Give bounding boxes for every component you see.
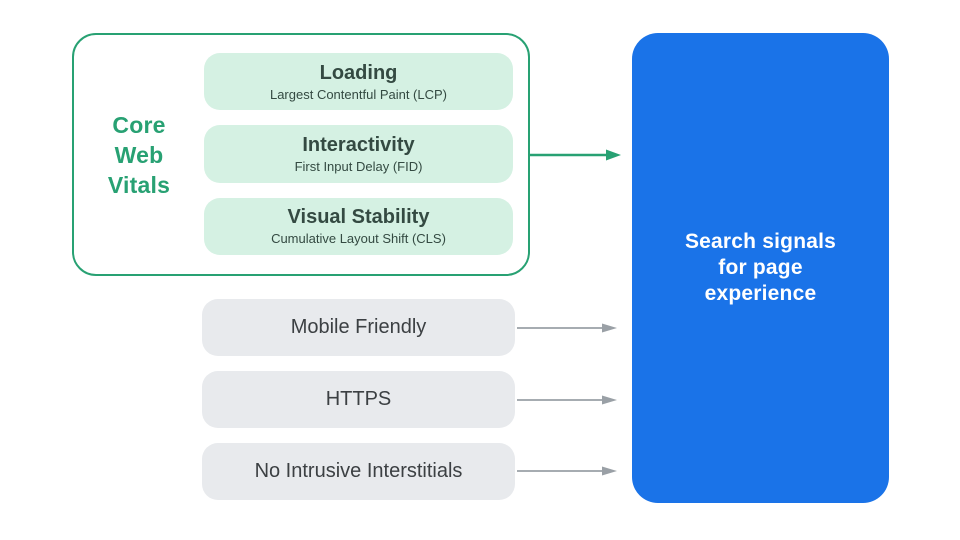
metric-card-visual-stability: Visual Stability Cumulative Layout Shift… [204,197,513,255]
metric-card-interactivity: Interactivity First Input Delay (FID) [204,125,513,183]
signal-https: HTTPS [202,371,515,428]
arrowhead-icon [606,149,621,161]
search-signals-line: for page [718,256,803,279]
core-web-vitals-label: Core Web Vitals [74,35,204,274]
core-web-vitals-label-line: Core [112,111,166,138]
metric-title: Loading [319,61,398,84]
core-web-vitals-group: Core Web Vitals Loading Largest Contentf… [72,33,530,276]
metric-title: Interactivity [302,133,415,156]
arrowhead-icon [602,466,617,476]
arrow-core-web-vitals [530,149,621,161]
signal-label: HTTPS [325,388,392,410]
search-signals-box: Search signals for page experience [632,33,889,503]
arrow-https [517,395,617,405]
signal-label: Mobile Friendly [290,316,427,338]
signal-mobile-friendly: Mobile Friendly [202,299,515,356]
metric-title: Visual Stability [287,206,430,229]
arrowhead-icon [602,395,617,405]
arrowhead-icon [602,323,617,333]
metric-subtitle: Largest Contentful Paint (LCP) [269,86,448,102]
search-signals-text: Search signals for page experience [685,229,836,307]
search-signals-line: experience [704,282,817,305]
arrow-mobile-friendly [517,323,617,333]
arrow-no-intrusive-interstitials [517,466,617,476]
core-web-vitals-label-line: Vitals [107,171,171,198]
metric-subtitle: Cumulative Layout Shift (CLS) [271,231,446,247]
signal-label: No Intrusive Interstitials [254,460,463,482]
metric-card-loading: Loading Largest Contentful Paint (LCP) [204,53,513,111]
search-signals-line: Search signals [684,230,837,253]
metric-subtitle: First Input Delay (FID) [294,158,423,174]
core-web-vitals-metric-list: Loading Largest Contentful Paint (LCP) I… [204,53,513,255]
signal-no-intrusive-interstitials: No Intrusive Interstitials [202,443,515,500]
core-web-vitals-label-line: Web [114,141,164,168]
